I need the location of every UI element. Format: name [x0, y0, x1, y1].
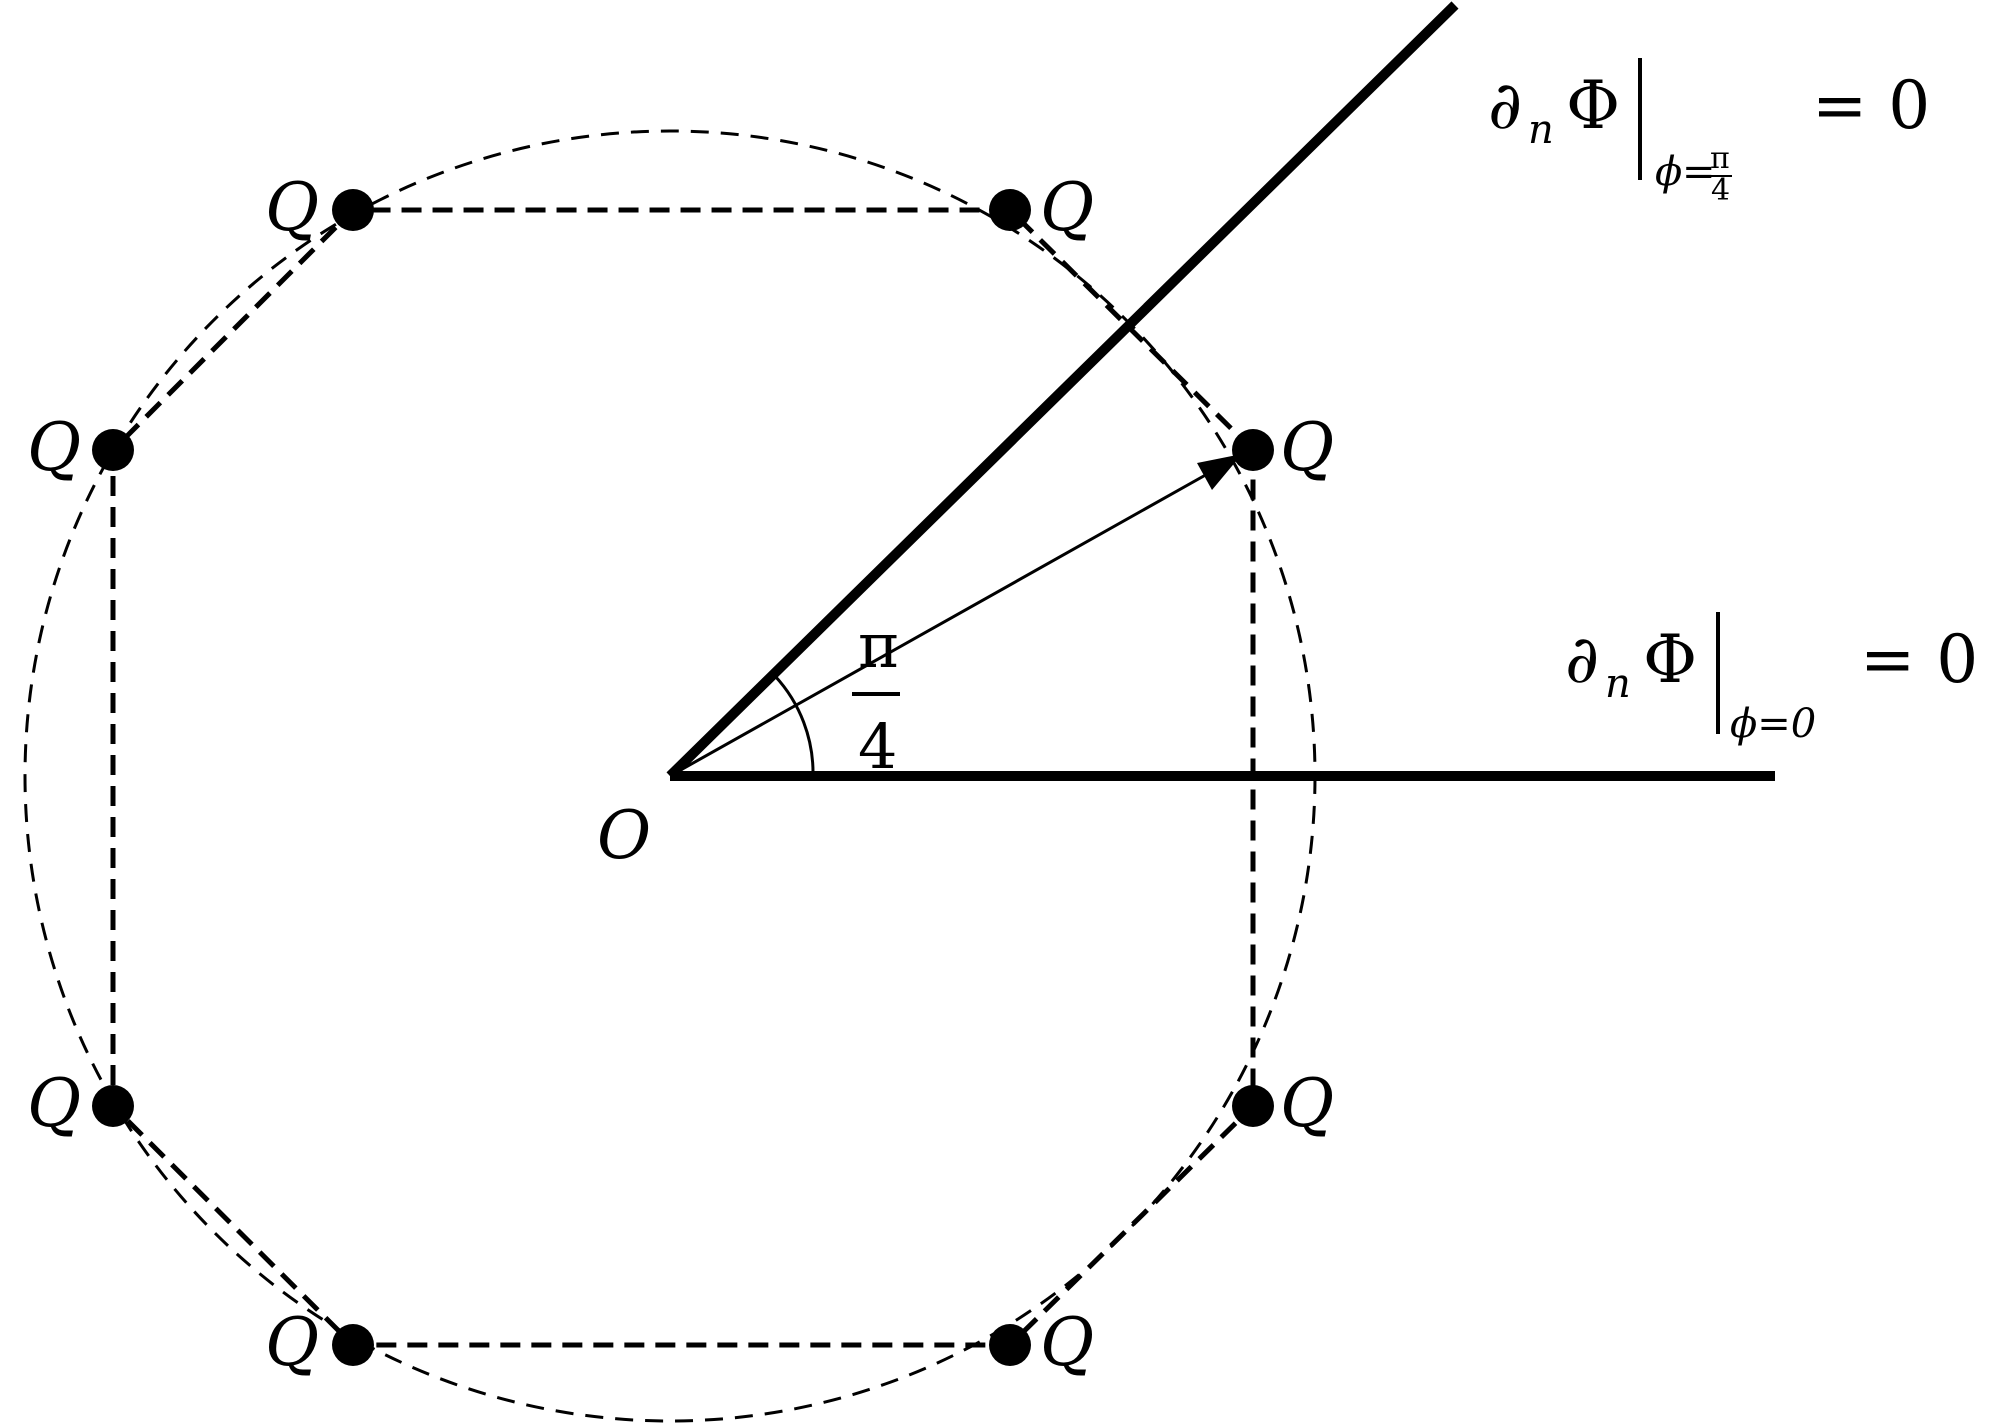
- charge-label: Q: [1280, 1065, 1334, 1142]
- arrow-head: [1197, 454, 1242, 490]
- angle-label: π 4: [852, 609, 900, 783]
- partial-subscript: n: [1528, 107, 1554, 153]
- field-symbol: Φ: [1566, 67, 1620, 144]
- eval-subscript-num: π: [1710, 141, 1730, 176]
- eval-subscript-var: ϕ: [1655, 149, 1682, 195]
- partial-operator: ∂: [1488, 67, 1522, 144]
- boundary-line-pi-over-4: [666, 1, 1459, 780]
- partial-operator: ∂: [1565, 621, 1599, 698]
- position-vector: [669, 466, 1219, 778]
- partial-subscript: n: [1605, 661, 1631, 707]
- charge-labels: Q Q Q Q Q Q Q Q: [27, 169, 1334, 1381]
- eval-subscript-eq: =: [1682, 149, 1716, 195]
- charge-dot: [92, 1085, 134, 1127]
- charge-dot: [332, 1324, 374, 1366]
- equation-rhs: = 0: [1860, 621, 1978, 698]
- charge-dot: [92, 429, 134, 471]
- charge-label: Q: [1280, 409, 1334, 486]
- eval-subscript-den: 4: [1711, 173, 1730, 208]
- angle-arc: [773, 674, 815, 777]
- charge-dot: [1232, 429, 1274, 471]
- charge-points: [92, 189, 1274, 1366]
- charge-label: Q: [265, 1304, 319, 1381]
- angle-denominator: 4: [858, 710, 897, 783]
- charge-label: Q: [27, 409, 81, 486]
- charge-label: Q: [265, 169, 319, 246]
- charge-label: Q: [27, 1065, 81, 1142]
- origin-label: O: [597, 797, 651, 874]
- boundary-condition-top: ∂ n Φ ϕ = π 4 = 0: [1488, 58, 1930, 208]
- field-symbol: Φ: [1643, 621, 1697, 698]
- charge-label: Q: [1040, 169, 1094, 246]
- charge-dot: [332, 189, 374, 231]
- equation-rhs: = 0: [1812, 67, 1930, 144]
- boundary-condition-bottom: ∂ n Φ ϕ=0 = 0: [1565, 612, 1978, 747]
- eval-subscript: ϕ=0: [1730, 701, 1816, 747]
- charge-dot: [989, 1324, 1031, 1366]
- charge-label: Q: [1040, 1304, 1094, 1381]
- charge-dot: [1232, 1085, 1274, 1127]
- charge-dot: [989, 189, 1031, 231]
- angle-numerator: π: [858, 609, 899, 682]
